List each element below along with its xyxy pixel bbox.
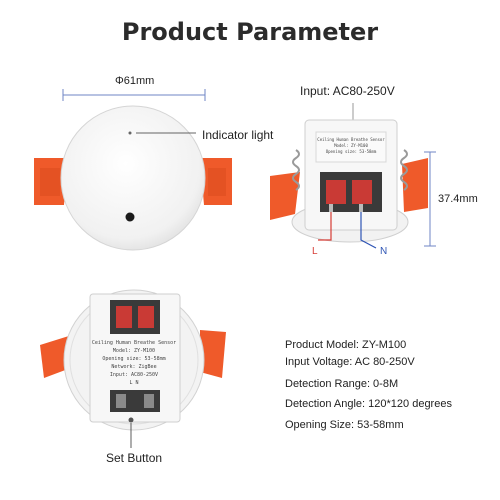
height-dimension-label: 37.4mm: [438, 193, 478, 205]
neutral-wire: [360, 212, 377, 249]
module-terminal-labels: L N: [129, 380, 138, 386]
module-label-line5: Input: AC80-250V: [110, 372, 158, 378]
spec-detection-range: Detection Range: 0-8M: [285, 378, 399, 390]
spec-opening-size: Opening Size: 53-58mm: [285, 419, 404, 431]
front-view-sensor: [34, 89, 232, 251]
side-left-clip: [270, 172, 300, 220]
module-label-line2: Model: ZY-M100: [113, 348, 155, 354]
svg-text:Ceiling Human Breathe Sensor: Ceiling Human Breathe Sensor: [317, 137, 385, 142]
side-right-clip: [402, 158, 428, 212]
module-label-line4: Network: ZigBee: [111, 364, 156, 370]
bottom-view-sensor: Ceiling Human Breathe Sensor Model: ZY-M…: [40, 289, 226, 448]
side-view-sensor: Ceiling Human Breathe Sensor Model: ZY-M…: [270, 103, 436, 249]
spec-detection-angle: Detection Angle: 120*120 degrees: [285, 398, 452, 410]
page-title: Product Parameter: [121, 18, 379, 46]
indicator-light-label: Indicator light: [202, 128, 274, 142]
module-label-line1: Ceiling Human Breathe Sensor: [92, 340, 176, 346]
module-label-line3: Opening size: 53-58mm: [102, 356, 165, 362]
input-voltage-label: Input: AC80-250V: [300, 84, 395, 98]
indicator-light-dot: [128, 131, 132, 135]
set-button: [128, 417, 134, 423]
spec-product-model: Product Model: ZY-M100: [285, 339, 407, 351]
neutral-terminal-label: N: [380, 246, 388, 257]
live-wire: [318, 212, 332, 241]
svg-text:Model: ZY-M100: Model: ZY-M100: [334, 143, 368, 148]
bottom-right-clip: [200, 330, 226, 378]
svg-text:Opening size: 53-58mm: Opening size: 53-58mm: [326, 149, 377, 154]
sensor-hole: [125, 212, 135, 222]
spec-input-voltage: Input Voltage: AC 80-250V: [285, 356, 415, 368]
set-button-label: Set Button: [106, 451, 163, 465]
diameter-label: Φ61mm: [115, 75, 155, 87]
live-terminal-label: L: [312, 246, 318, 257]
